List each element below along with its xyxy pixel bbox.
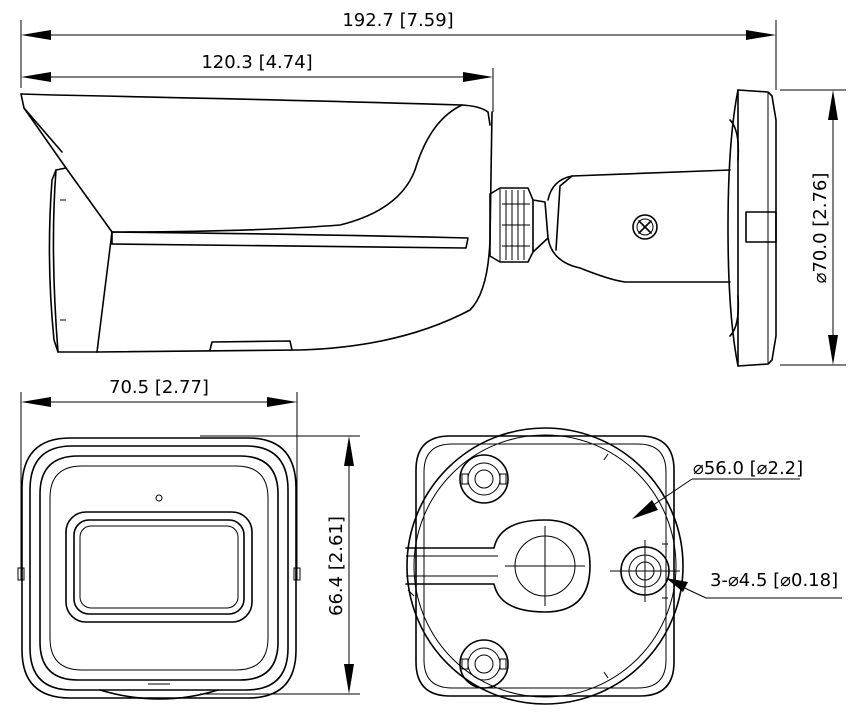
connector-neck	[489, 187, 549, 263]
housing-length-dimension: 120.3 [4.74]	[21, 52, 493, 82]
front-height-dimension: 66.4 [2.61]	[326, 436, 354, 694]
front-housing-outer	[21, 437, 297, 699]
mount-hole-right	[610, 540, 680, 602]
base-view	[405, 427, 684, 705]
front-view: 70.5 [2.77] 66.4 [2.61]	[17, 377, 360, 700]
bracket-arm	[547, 169, 731, 283]
front-height-label: 66.4 [2.61]	[326, 516, 347, 616]
mount-hole-bottom	[459, 639, 509, 689]
camera-housing-side	[20, 93, 493, 353]
total-length-dimension: 192.7 [7.59]	[21, 10, 776, 40]
front-width-label: 70.5 [2.77]	[109, 377, 209, 398]
indicator-light	[155, 494, 163, 502]
mount-holes-callout: 3-⌀4.5 [⌀0.18]	[666, 570, 842, 599]
bolt-circle-label: ⌀56.0 [⌀2.2]	[693, 458, 803, 479]
lens-window	[65, 511, 253, 623]
front-housing-inner	[29, 445, 289, 691]
mount-base-side	[727, 89, 777, 367]
bolt-circle-callout: ⌀56.0 [⌀2.2]	[632, 458, 803, 519]
mount-base-diameter-dimension: ⌀70.0 [2.76]	[780, 89, 846, 366]
mount-holes-label: 3-⌀4.5 [⌀0.18]	[710, 570, 838, 591]
housing-length-label: 120.3 [4.74]	[201, 52, 312, 73]
mount-hole-top	[459, 454, 509, 504]
total-length-label: 192.7 [7.59]	[342, 10, 453, 31]
mount-base-diameter-label: ⌀70.0 [2.76]	[810, 173, 831, 284]
front-width-dimension: 70.5 [2.77]	[21, 377, 297, 407]
side-view: 192.7 [7.59] 120.3 [4.74]	[20, 10, 846, 367]
